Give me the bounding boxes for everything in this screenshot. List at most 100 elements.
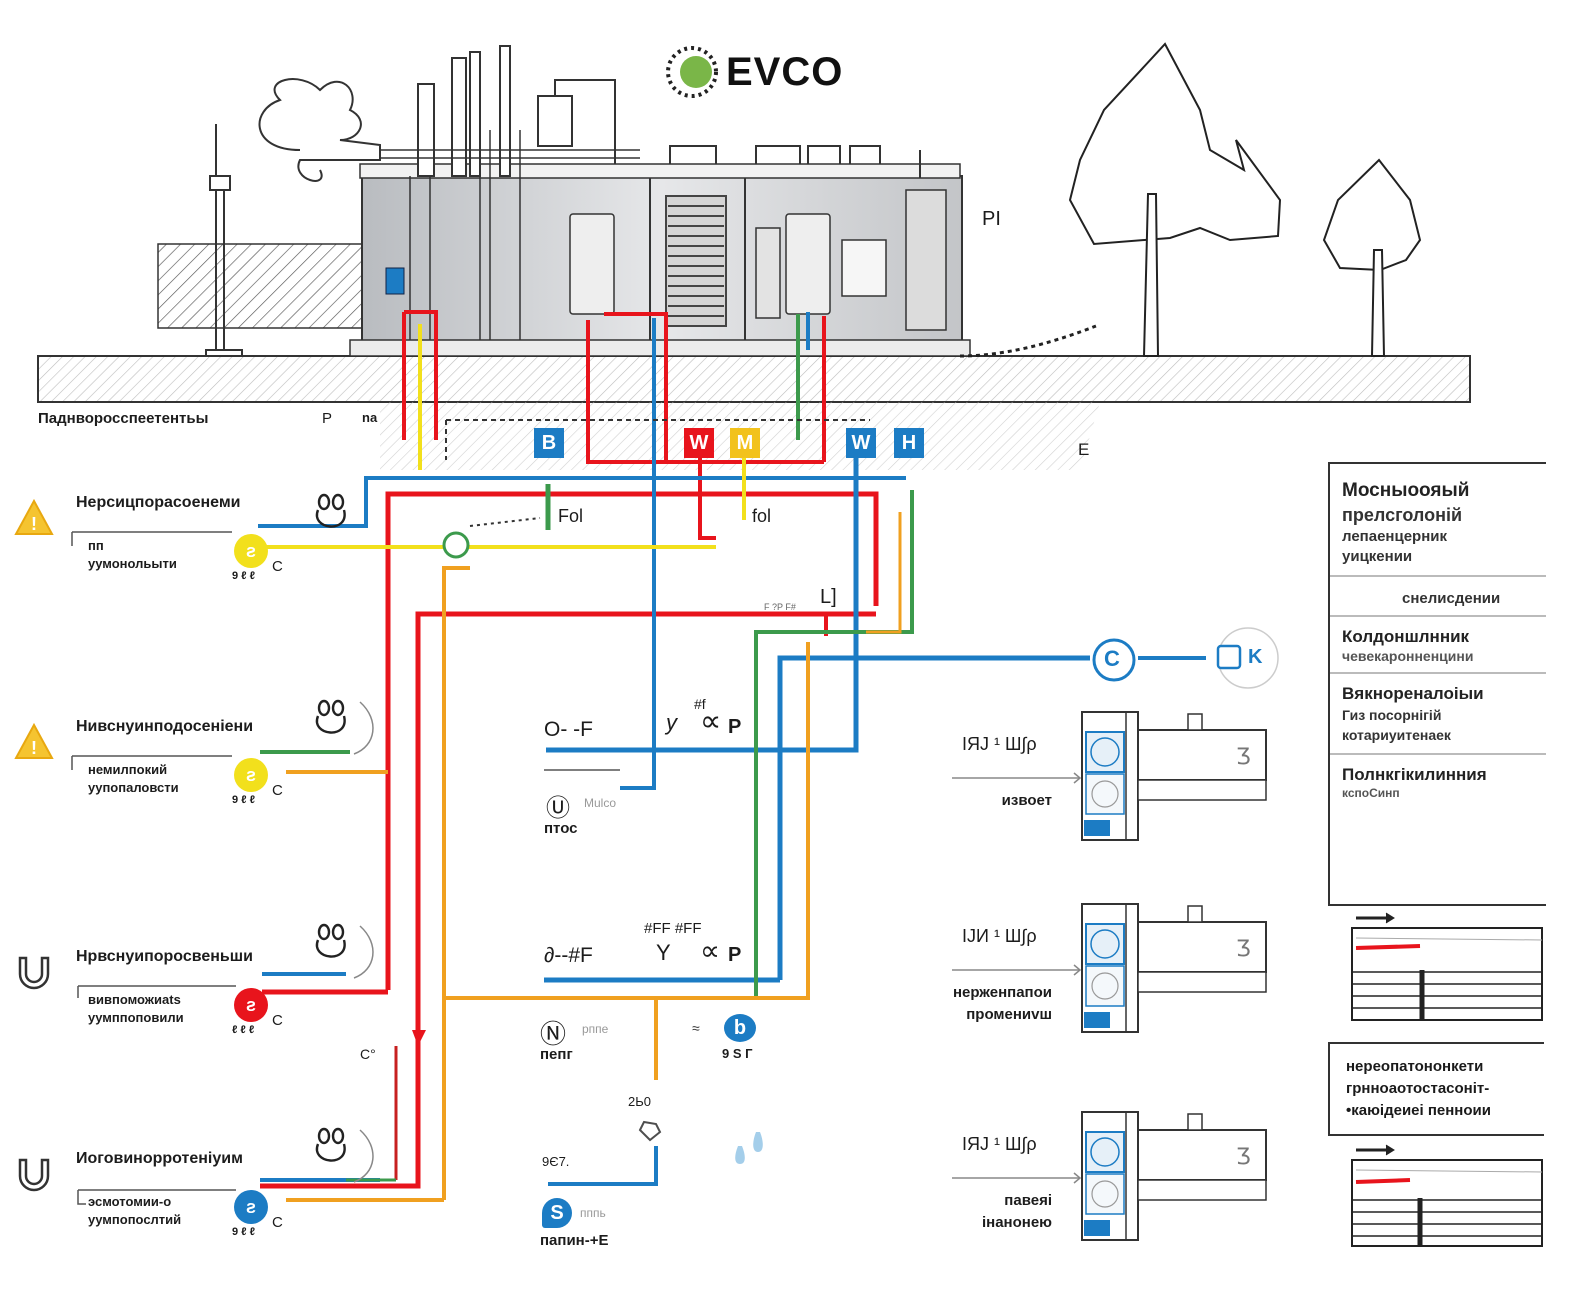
svg-text:Ʒ: Ʒ bbox=[1236, 745, 1251, 770]
block3-caption: папин-+Е bbox=[540, 1232, 609, 1249]
block2-p: P bbox=[728, 944, 742, 966]
unit-caption-2: iнанонею bbox=[981, 1214, 1052, 1231]
svg-text:!: ! bbox=[31, 514, 37, 534]
water-drops bbox=[638, 1120, 763, 1164]
junction-label: L] bbox=[820, 586, 837, 608]
manifold-badge-1: B bbox=[534, 428, 564, 458]
block3-top-label: 2Ь0 bbox=[628, 1094, 651, 1109]
pipe-hot-drop bbox=[698, 444, 716, 540]
ground-tag-e: E bbox=[1078, 440, 1090, 459]
svg-text:!: ! bbox=[31, 738, 37, 758]
consumer-title: Нивснуинподосенiени bbox=[76, 718, 254, 735]
manifold-badge-4: W bbox=[846, 428, 876, 458]
block2-swirl: ∝ bbox=[700, 935, 721, 966]
consumer-meter-scale: 9 ℓ ℓ bbox=[232, 570, 255, 582]
block1-y: y bbox=[666, 710, 677, 735]
legend-title-3: лепаенцерник bbox=[1342, 528, 1447, 545]
warning-icon: ! bbox=[14, 498, 54, 538]
radiator-unit-2: Ʒ bbox=[952, 903, 1267, 1033]
legend-symbol-row: снелисдении bbox=[1402, 590, 1501, 607]
pipe-cold-drain bbox=[548, 1146, 658, 1186]
unit-code: IЯЈ ¹ Ш∫ρ bbox=[962, 1134, 1037, 1154]
consumer-meter-unit: C bbox=[272, 782, 283, 799]
pipe-return bbox=[754, 490, 914, 998]
consumer-brackets bbox=[71, 531, 620, 1205]
consumer-meter: ƨ bbox=[234, 1190, 268, 1224]
pipe-cold-w bbox=[546, 444, 859, 753]
block2-small: #FF #FF bbox=[644, 920, 702, 937]
dashed-cable bbox=[959, 324, 1097, 358]
manifold-badge-5: H bbox=[894, 428, 924, 458]
compressor-label: C bbox=[1104, 646, 1120, 671]
legend-title-2: прелсголонiй bbox=[1342, 505, 1463, 525]
magnet-icon bbox=[14, 1154, 54, 1194]
consumer-meter-scale: ℓ ℓ ℓ bbox=[232, 1024, 255, 1036]
pipe-tag-1: Fol bbox=[558, 506, 584, 526]
compressor-symbol bbox=[1092, 627, 1279, 689]
block2-left-label: ∂--#F bbox=[544, 944, 593, 967]
block1-caption: птос bbox=[544, 820, 578, 837]
boiler-plant bbox=[349, 45, 971, 357]
block2-caption: пепг bbox=[540, 1046, 573, 1063]
smoke-cloud bbox=[258, 78, 381, 182]
consumer-sub1: вивпоможиats bbox=[88, 992, 181, 1007]
consumer-sub2: уупопаловсти bbox=[88, 780, 179, 795]
legend-note-3: •каюiдеиеi пенноии bbox=[1346, 1102, 1491, 1119]
legend-note-1: нереопатононкети bbox=[1346, 1058, 1484, 1075]
legend-title-4: уицкении bbox=[1342, 548, 1413, 565]
legend-row3-sub2: котариуитенаек bbox=[1342, 727, 1451, 743]
consumer-title: Иоговинорротенiуим bbox=[76, 1150, 243, 1167]
legend-row3-title: Вякнореналоiыи bbox=[1342, 684, 1484, 703]
block2-icon-label: рппе bbox=[582, 1022, 609, 1036]
evco-logo: EVCO bbox=[664, 44, 843, 100]
pipe-cold-top bbox=[258, 476, 906, 528]
tree-small bbox=[1322, 158, 1422, 357]
logo-text: EVCO bbox=[726, 49, 844, 94]
consumer-meter-scale: 9 ℓ ℓ bbox=[232, 1226, 255, 1238]
block1-small: #f bbox=[694, 696, 706, 712]
pipe-gas-riser bbox=[418, 324, 746, 520]
unit-caption-1: нерженпапои bbox=[952, 984, 1052, 1001]
pipe-network bbox=[258, 310, 1206, 1202]
block2-meter-badge: b bbox=[724, 1014, 756, 1042]
fence-block bbox=[157, 243, 369, 329]
unit-caption-1: извоет bbox=[1001, 792, 1052, 809]
consumer-sub2: уумпопослтий bbox=[88, 1212, 182, 1227]
plant-label: PI bbox=[982, 208, 1001, 230]
block3-icon-label: пппь bbox=[580, 1206, 606, 1220]
pump-symbol-1 bbox=[315, 493, 346, 528]
pipe-warm-right bbox=[866, 512, 902, 634]
legend-row4-title: Полнкгiкилинния bbox=[1342, 765, 1487, 784]
consumer-sub2: уумонольыти bbox=[88, 556, 177, 571]
consumer-title: Нрвснуипоросвеньши bbox=[76, 948, 253, 965]
legend-row3-sub1: Гиз посорнiгiй bbox=[1342, 707, 1442, 723]
pipe-hot-main bbox=[385, 491, 879, 990]
logo-emblem-icon bbox=[666, 46, 718, 98]
pump-symbol-3 bbox=[315, 923, 374, 979]
manifold-badge-2: W bbox=[684, 428, 714, 458]
svg-text:Ʒ: Ʒ bbox=[1236, 937, 1251, 962]
block2-meter-dash: ≈ bbox=[692, 1020, 700, 1036]
dashed-trench bbox=[445, 419, 870, 460]
legend-note-2: грнноаотоcтасонiт- bbox=[1346, 1080, 1490, 1097]
block1-swirl: ∝ bbox=[700, 705, 722, 738]
consumer-meter-unit: C bbox=[272, 558, 283, 575]
compressor-end-label: K bbox=[1248, 646, 1263, 668]
svg-text:Ʒ: Ʒ bbox=[1236, 1145, 1251, 1170]
warning-icon: ! bbox=[14, 722, 54, 762]
consumer-sub2: уумппоповили bbox=[88, 1010, 184, 1025]
block1-meter-icon: Ⓤ bbox=[546, 795, 570, 822]
legend-note-box: нереопатононкети грнноаотоcтасонiт- •каю… bbox=[1328, 1042, 1544, 1136]
block2-meter-icon: Ⓝ bbox=[540, 1019, 567, 1049]
consumer-meter: ƨ bbox=[234, 534, 268, 568]
pipe-hot-riser-left bbox=[402, 310, 438, 440]
pump-symbol-2 bbox=[315, 699, 374, 755]
pipe-warm-main bbox=[442, 566, 810, 1200]
pump-symbols bbox=[315, 493, 374, 1183]
block3-left-label: 9Є7. bbox=[542, 1154, 570, 1169]
block1-p: P bbox=[728, 716, 742, 738]
legend-row2-title: Колдоншлнник bbox=[1342, 627, 1470, 646]
manifold-badge-3: M bbox=[730, 428, 760, 458]
consumer-sub1: эсмотомии-о bbox=[88, 1194, 172, 1209]
